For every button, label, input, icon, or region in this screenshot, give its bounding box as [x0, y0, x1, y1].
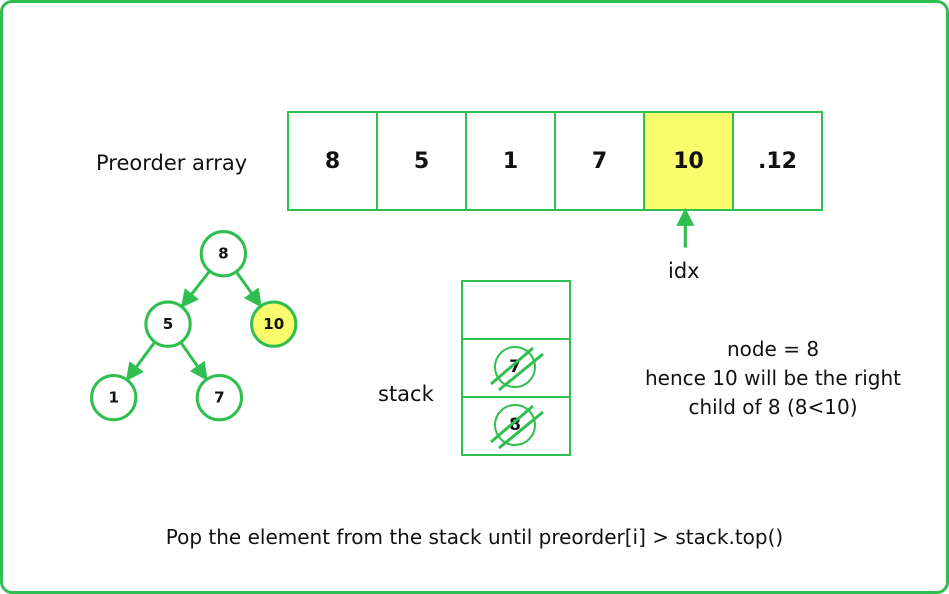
array-cell: .12	[758, 148, 797, 174]
preorder-array-label: Preorder array	[96, 151, 248, 175]
tree-node-circle	[90, 373, 138, 422]
stack-slot: 8	[463, 398, 569, 454]
tree-node: 10	[250, 300, 298, 348]
array-cell: 7	[556, 113, 645, 209]
tree-node-label: 1	[108, 389, 119, 407]
tree-node: 5	[144, 300, 192, 348]
tree-edge-arrow	[179, 341, 208, 381]
tree-node-circle	[144, 300, 192, 348]
idx-pointer-label: idx	[668, 259, 700, 283]
note-line: child of 8 (8<10)	[688, 395, 858, 419]
tree-node-circle	[199, 230, 248, 278]
tree-node: 7	[195, 373, 244, 422]
tree-and-arrows: 8 5 10 1 7	[90, 207, 695, 422]
preorder-array: 8 5 1 7 10 .12	[287, 111, 823, 211]
tree-node-label: 5	[163, 315, 174, 333]
tree-node-circle	[250, 300, 298, 348]
array-cell: 8	[289, 113, 378, 209]
stack-slot-empty	[463, 282, 569, 340]
tree-edges	[125, 270, 262, 382]
stack-element-popped: 8	[494, 404, 536, 446]
tree-node-label: 10	[263, 315, 284, 333]
tree-edge-arrow	[125, 341, 157, 382]
array-cell: 5	[378, 113, 467, 209]
explanation-note: node = 8 hence 10 will be the right chil…	[623, 335, 923, 422]
array-cell: 1	[467, 113, 556, 209]
note-line: hence 10 will be the right	[644, 366, 902, 390]
array-cell: 10	[645, 113, 734, 209]
tree-node: 8	[199, 230, 248, 278]
tree-node: 1	[90, 373, 138, 422]
stack: 7 8	[461, 280, 571, 456]
tree-nodes: 8 5 10 1 7	[90, 230, 298, 422]
tree-node-label: 8	[218, 245, 229, 263]
tree-node-label: 7	[214, 389, 225, 407]
tree-edge-arrow	[235, 270, 262, 308]
stack-label: stack	[378, 382, 434, 406]
tree-edge-arrow	[180, 270, 211, 309]
tree-node-circle	[195, 373, 244, 422]
note-line: node = 8	[726, 337, 820, 361]
stack-slot: 7	[463, 340, 569, 398]
stack-element-popped: 7	[494, 346, 536, 388]
caption: Pop the element from the stack until pre…	[165, 525, 784, 549]
